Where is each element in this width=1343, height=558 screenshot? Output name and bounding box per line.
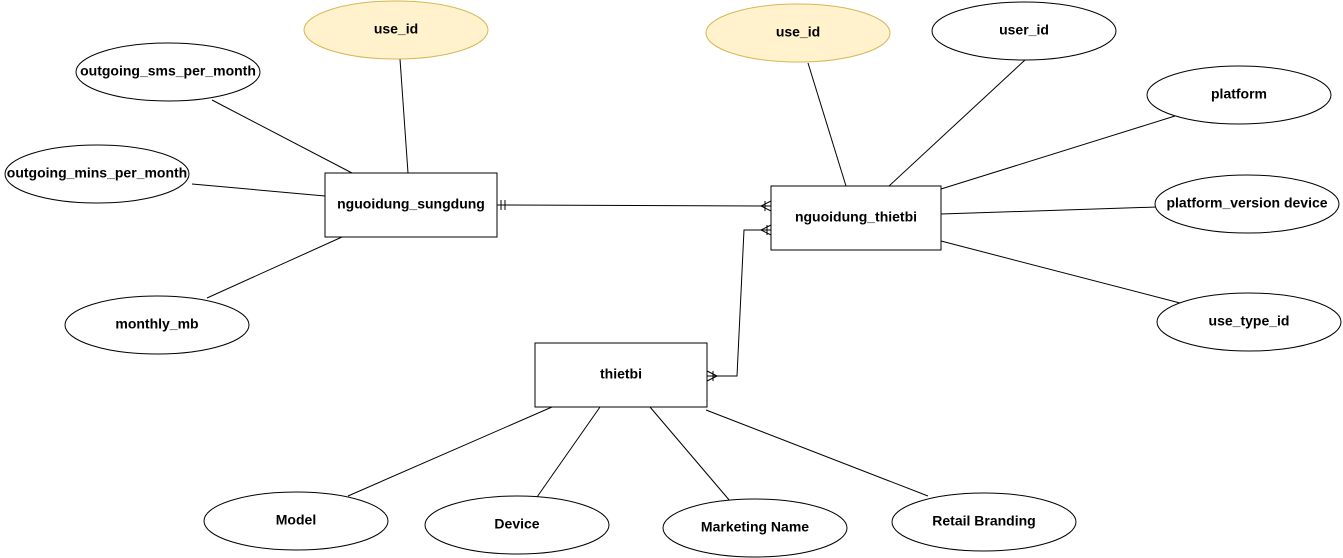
attribute-label: monthly_mb	[115, 316, 198, 332]
attribute-label: use_id	[776, 24, 820, 40]
attribute-model[interactable]: Model	[203, 491, 389, 551]
attribute-label: platform	[1211, 86, 1267, 102]
entity-label: nguoidung_thietbi	[795, 209, 917, 225]
attribute-label: outgoing_sms_per_month	[80, 63, 256, 79]
connector-model	[347, 406, 553, 497]
attribute-usage-use-id[interactable]: use_id	[303, 0, 489, 60]
connector-retail-branding	[705, 409, 929, 497]
entity-label: thietbi	[600, 366, 642, 382]
connector-use-type-id	[940, 240, 1181, 304]
attribute-retail-branding[interactable]: Retail Branding	[891, 492, 1077, 552]
attribute-platform[interactable]: platform	[1146, 65, 1332, 125]
connector-platform	[940, 115, 1176, 190]
connector-monthly-mb	[206, 236, 343, 299]
attribute-outgoing-sms-per-month[interactable]: outgoing_sms_per_month	[75, 42, 261, 102]
cardinality-many-mark-c	[706, 370, 718, 377]
attribute-label: use_id	[374, 21, 418, 37]
attribute-label: outgoing_mins_per_month	[7, 165, 187, 181]
attribute-label: platform_version device	[1166, 195, 1327, 211]
entity-nguoidung-sungdung[interactable]: nguoidung_sungdung	[324, 172, 498, 238]
attribute-label: Marketing Name	[701, 519, 809, 535]
attribute-marketing-name[interactable]: Marketing Name	[662, 498, 848, 558]
connector-usage-use-id	[399, 58, 409, 174]
connector-mins	[191, 183, 326, 197]
attribute-label: user_id	[999, 22, 1049, 38]
attribute-label: Device	[494, 516, 539, 532]
attribute-label: use_type_id	[1209, 313, 1290, 329]
relationship-device-to-user-device	[707, 229, 771, 377]
cardinality-many-mark-b	[760, 205, 772, 212]
attribute-label: Retail Branding	[932, 513, 1035, 529]
connector-user-id	[888, 59, 1026, 187]
connector-platform-version	[940, 206, 1158, 215]
attribute-use-type-id[interactable]: use_type_id	[1156, 292, 1342, 352]
relationship-usage-to-user-device	[496, 204, 772, 207]
entity-thietbi[interactable]: thietbi	[534, 342, 708, 408]
attribute-label: Model	[276, 512, 316, 528]
entity-nguoidung-thietbi[interactable]: nguoidung_thietbi	[770, 185, 942, 251]
attribute-monthly-mb[interactable]: monthly_mb	[64, 295, 250, 355]
connector-marketing-name	[649, 406, 731, 502]
attribute-platform-version-device[interactable]: platform_version device	[1154, 174, 1340, 234]
relationship-lines	[496, 200, 772, 382]
cardinality-many-mark-f	[760, 229, 772, 236]
attribute-outgoing-mins-per-month[interactable]: outgoing_mins_per_month	[4, 144, 190, 204]
connector-ud-use-id	[807, 62, 847, 187]
cardinality-many-mark-a	[760, 200, 772, 207]
entity-label: nguoidung_sungdung	[337, 196, 485, 212]
cardinality-many-mark-e	[760, 224, 772, 231]
attribute-device[interactable]: Device	[424, 495, 610, 555]
attribute-user-device-use-id[interactable]: use_id	[705, 3, 891, 63]
connector-sms	[211, 99, 353, 174]
attribute-user-id[interactable]: user_id	[931, 1, 1117, 61]
connector-device	[536, 406, 601, 498]
attribute-connectors	[191, 58, 1181, 502]
cardinality-many-mark-d	[706, 375, 718, 382]
